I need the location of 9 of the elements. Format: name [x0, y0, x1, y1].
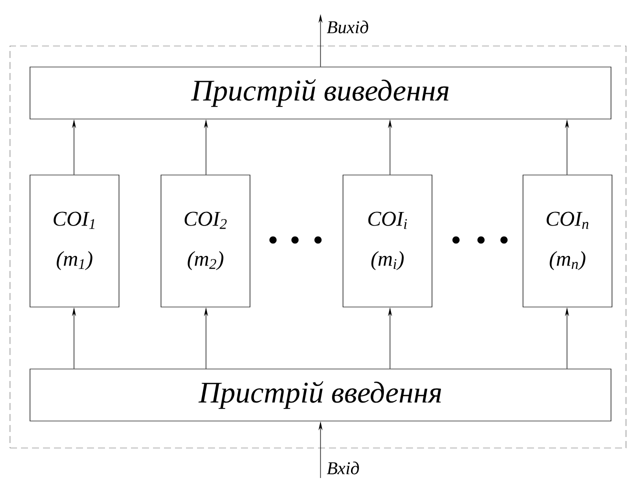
edge-label: Вхід: [326, 462, 359, 474]
edge-label: Вихід: [326, 20, 368, 34]
processor-box: COI$_{2}$ (m$_{2}$): [160, 174, 250, 308]
dashed-frame: [10, 46, 626, 448]
processor-box: COI$_{n}$ (m$_{n}$): [522, 174, 612, 308]
processor-box: COI$_{1}$ (m$_{1}$): [30, 174, 120, 308]
device-box: Пристрій введення: [30, 368, 612, 422]
device-box: Пристрій виведення: [30, 66, 612, 120]
processor-box: COI$_{i}$ (m$_{i}$): [342, 174, 432, 308]
